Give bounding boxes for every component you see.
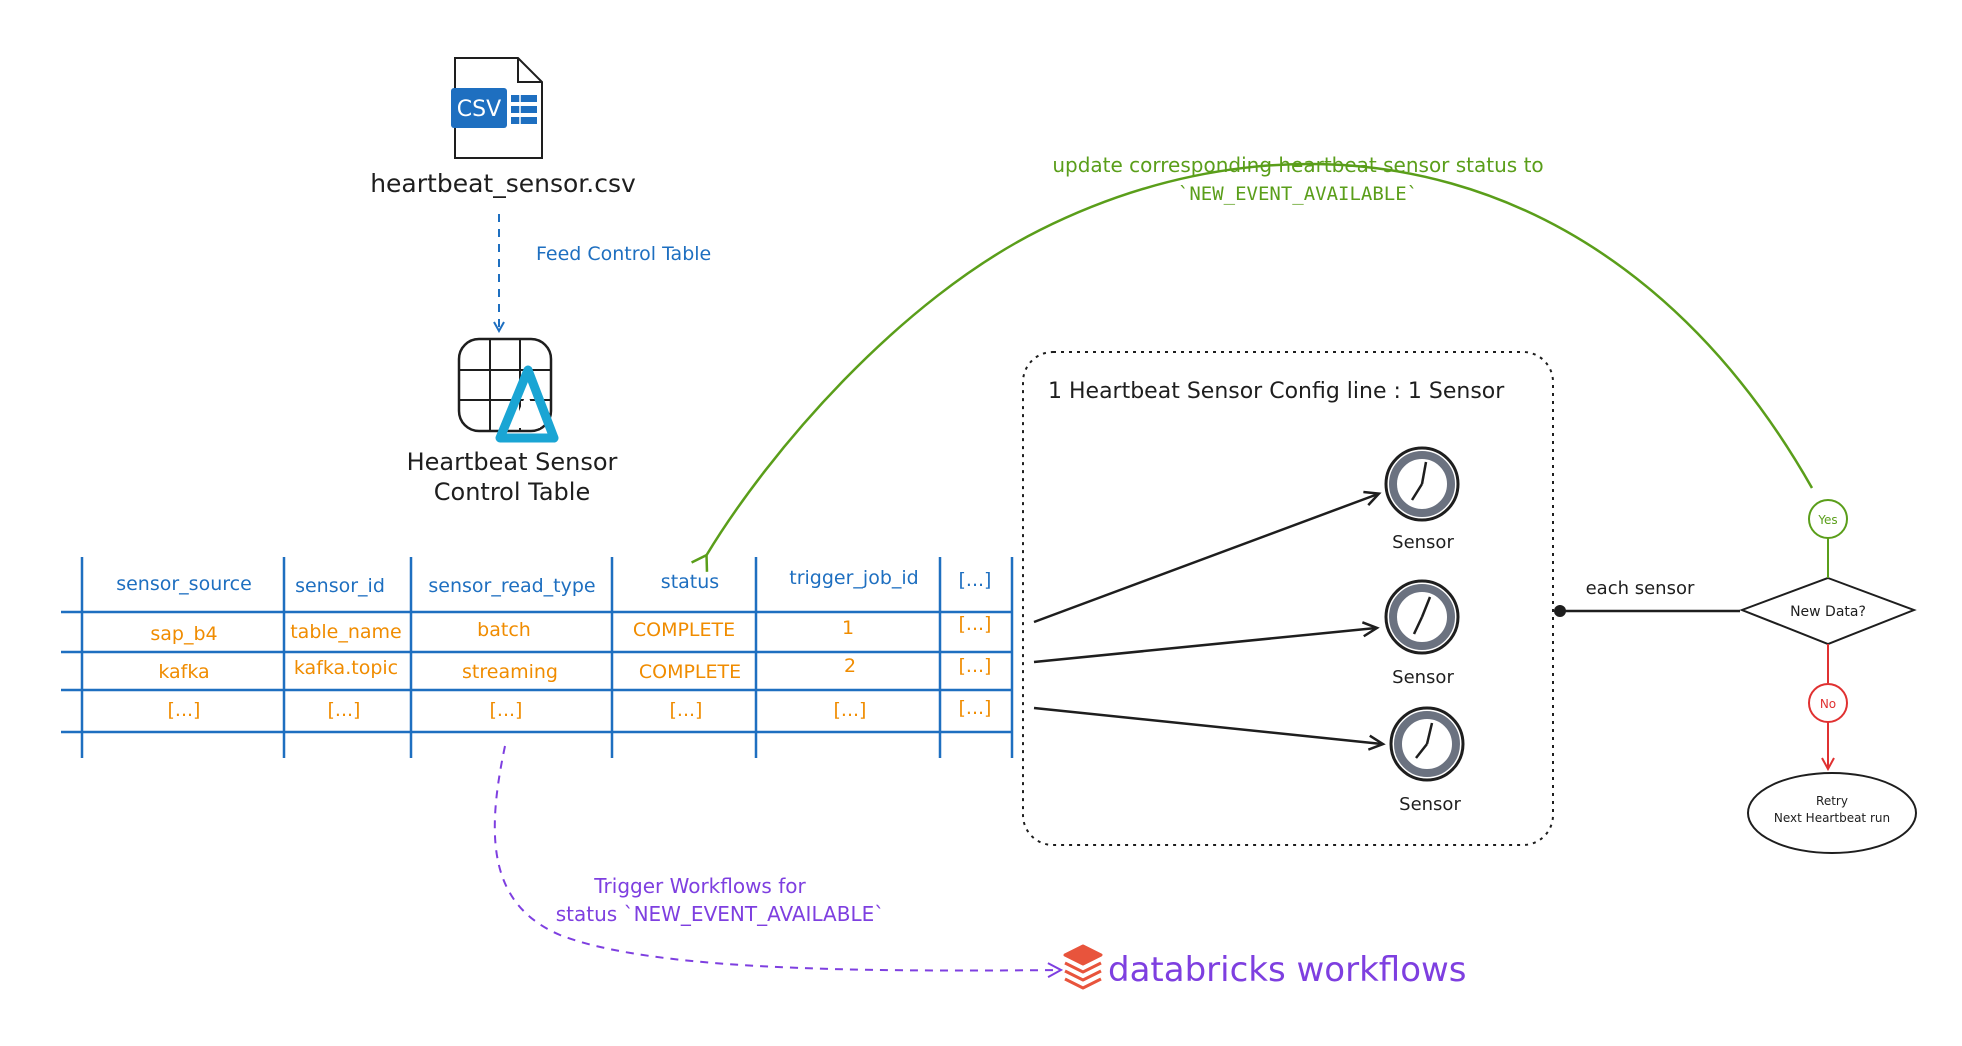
table-to-sensor-3-edge — [1033, 706, 1386, 751]
cell-r1-c1: sap_b4 — [150, 623, 217, 645]
cell-r1-c6: [...] — [959, 613, 992, 635]
yes-label: Yes — [1817, 513, 1837, 527]
sensor-table: sensor_source sensor_id sensor_read_type… — [61, 557, 1014, 758]
cell-r2-c3: streaming — [462, 661, 558, 683]
clock-icon — [1389, 706, 1465, 782]
decision-question: New Data? — [1790, 604, 1866, 620]
cell-r2-c6: [...] — [959, 655, 992, 677]
table-to-sensor-1-edge — [1033, 490, 1382, 624]
retry-line1: Retry — [1816, 794, 1848, 808]
cell-r2-c5: 2 — [844, 655, 856, 677]
retry-line2: Next Heartbeat run — [1774, 811, 1890, 825]
each-sensor-label: each sensor — [1586, 578, 1695, 599]
cell-r1-c2: table_name — [290, 621, 402, 643]
cell-r3-c3: [...] — [490, 699, 523, 721]
control-table-title-line1: Heartbeat Sensor — [407, 448, 618, 476]
clock-icon — [1384, 446, 1460, 522]
retry-node — [1747, 772, 1917, 854]
sensor-2-label: Sensor — [1392, 667, 1454, 688]
csv-file-name: heartbeat_sensor.csv — [370, 169, 636, 198]
update-label-line2: `NEW_EVENT_AVAILABLE` — [1178, 183, 1418, 205]
no-label: No — [1820, 697, 1836, 711]
trigger-label-line1: Trigger Workflows for — [593, 874, 806, 898]
each-sensor-endpoint — [1554, 605, 1566, 617]
sensor-group-title: 1 Heartbeat Sensor Config line : 1 Senso… — [1048, 379, 1505, 404]
cell-r1-c4: COMPLETE — [633, 619, 735, 641]
sensor-group-box — [1022, 351, 1554, 846]
header-sensor-id: sensor_id — [295, 575, 385, 597]
cell-r2-c2: kafka.topic — [294, 657, 398, 679]
cell-r1-c3: batch — [477, 619, 531, 641]
cell-r3-c1: [...] — [168, 699, 201, 721]
cell-r3-c2: [...] — [328, 699, 361, 721]
table-grid — [61, 557, 1014, 758]
header-status: status — [661, 571, 719, 593]
trigger-workflows-edge — [493, 745, 1060, 971]
update-label-line1: update corresponding heartbeat sensor st… — [1052, 153, 1543, 177]
yes-node — [1808, 499, 1848, 539]
cell-r2-c1: kafka — [158, 661, 209, 683]
delta-table-icon — [457, 337, 559, 443]
header-more: [...] — [959, 569, 992, 591]
update-status-edge — [691, 162, 1814, 572]
sensor-1-label: Sensor — [1392, 532, 1454, 553]
table-to-sensor-2-edge — [1033, 621, 1380, 664]
databricks-workflows-label: databricks workflows — [1108, 950, 1467, 990]
sensor-3-label: Sensor — [1399, 794, 1461, 815]
clock-icon — [1384, 579, 1460, 655]
cell-r3-c6: [...] — [959, 697, 992, 719]
databricks-logo-icon — [1063, 944, 1103, 990]
csv-icon-label: CSV — [457, 97, 501, 122]
feed-edge-label: Feed Control Table — [536, 243, 711, 265]
cell-r1-c5: 1 — [842, 617, 854, 639]
cell-r3-c4: [...] — [670, 699, 703, 721]
trigger-label-line2: status `NEW_EVENT_AVAILABLE` — [556, 902, 885, 926]
csv-file-icon: CSV — [451, 57, 543, 159]
control-table-title-line2: Control Table — [434, 478, 590, 506]
header-sensor-read-type: sensor_read_type — [428, 575, 595, 597]
header-sensor-source: sensor_source — [116, 573, 252, 595]
cell-r2-c4: COMPLETE — [639, 661, 741, 683]
header-trigger-job-id: trigger_job_id — [789, 567, 918, 589]
cell-r3-c5: [...] — [834, 699, 867, 721]
